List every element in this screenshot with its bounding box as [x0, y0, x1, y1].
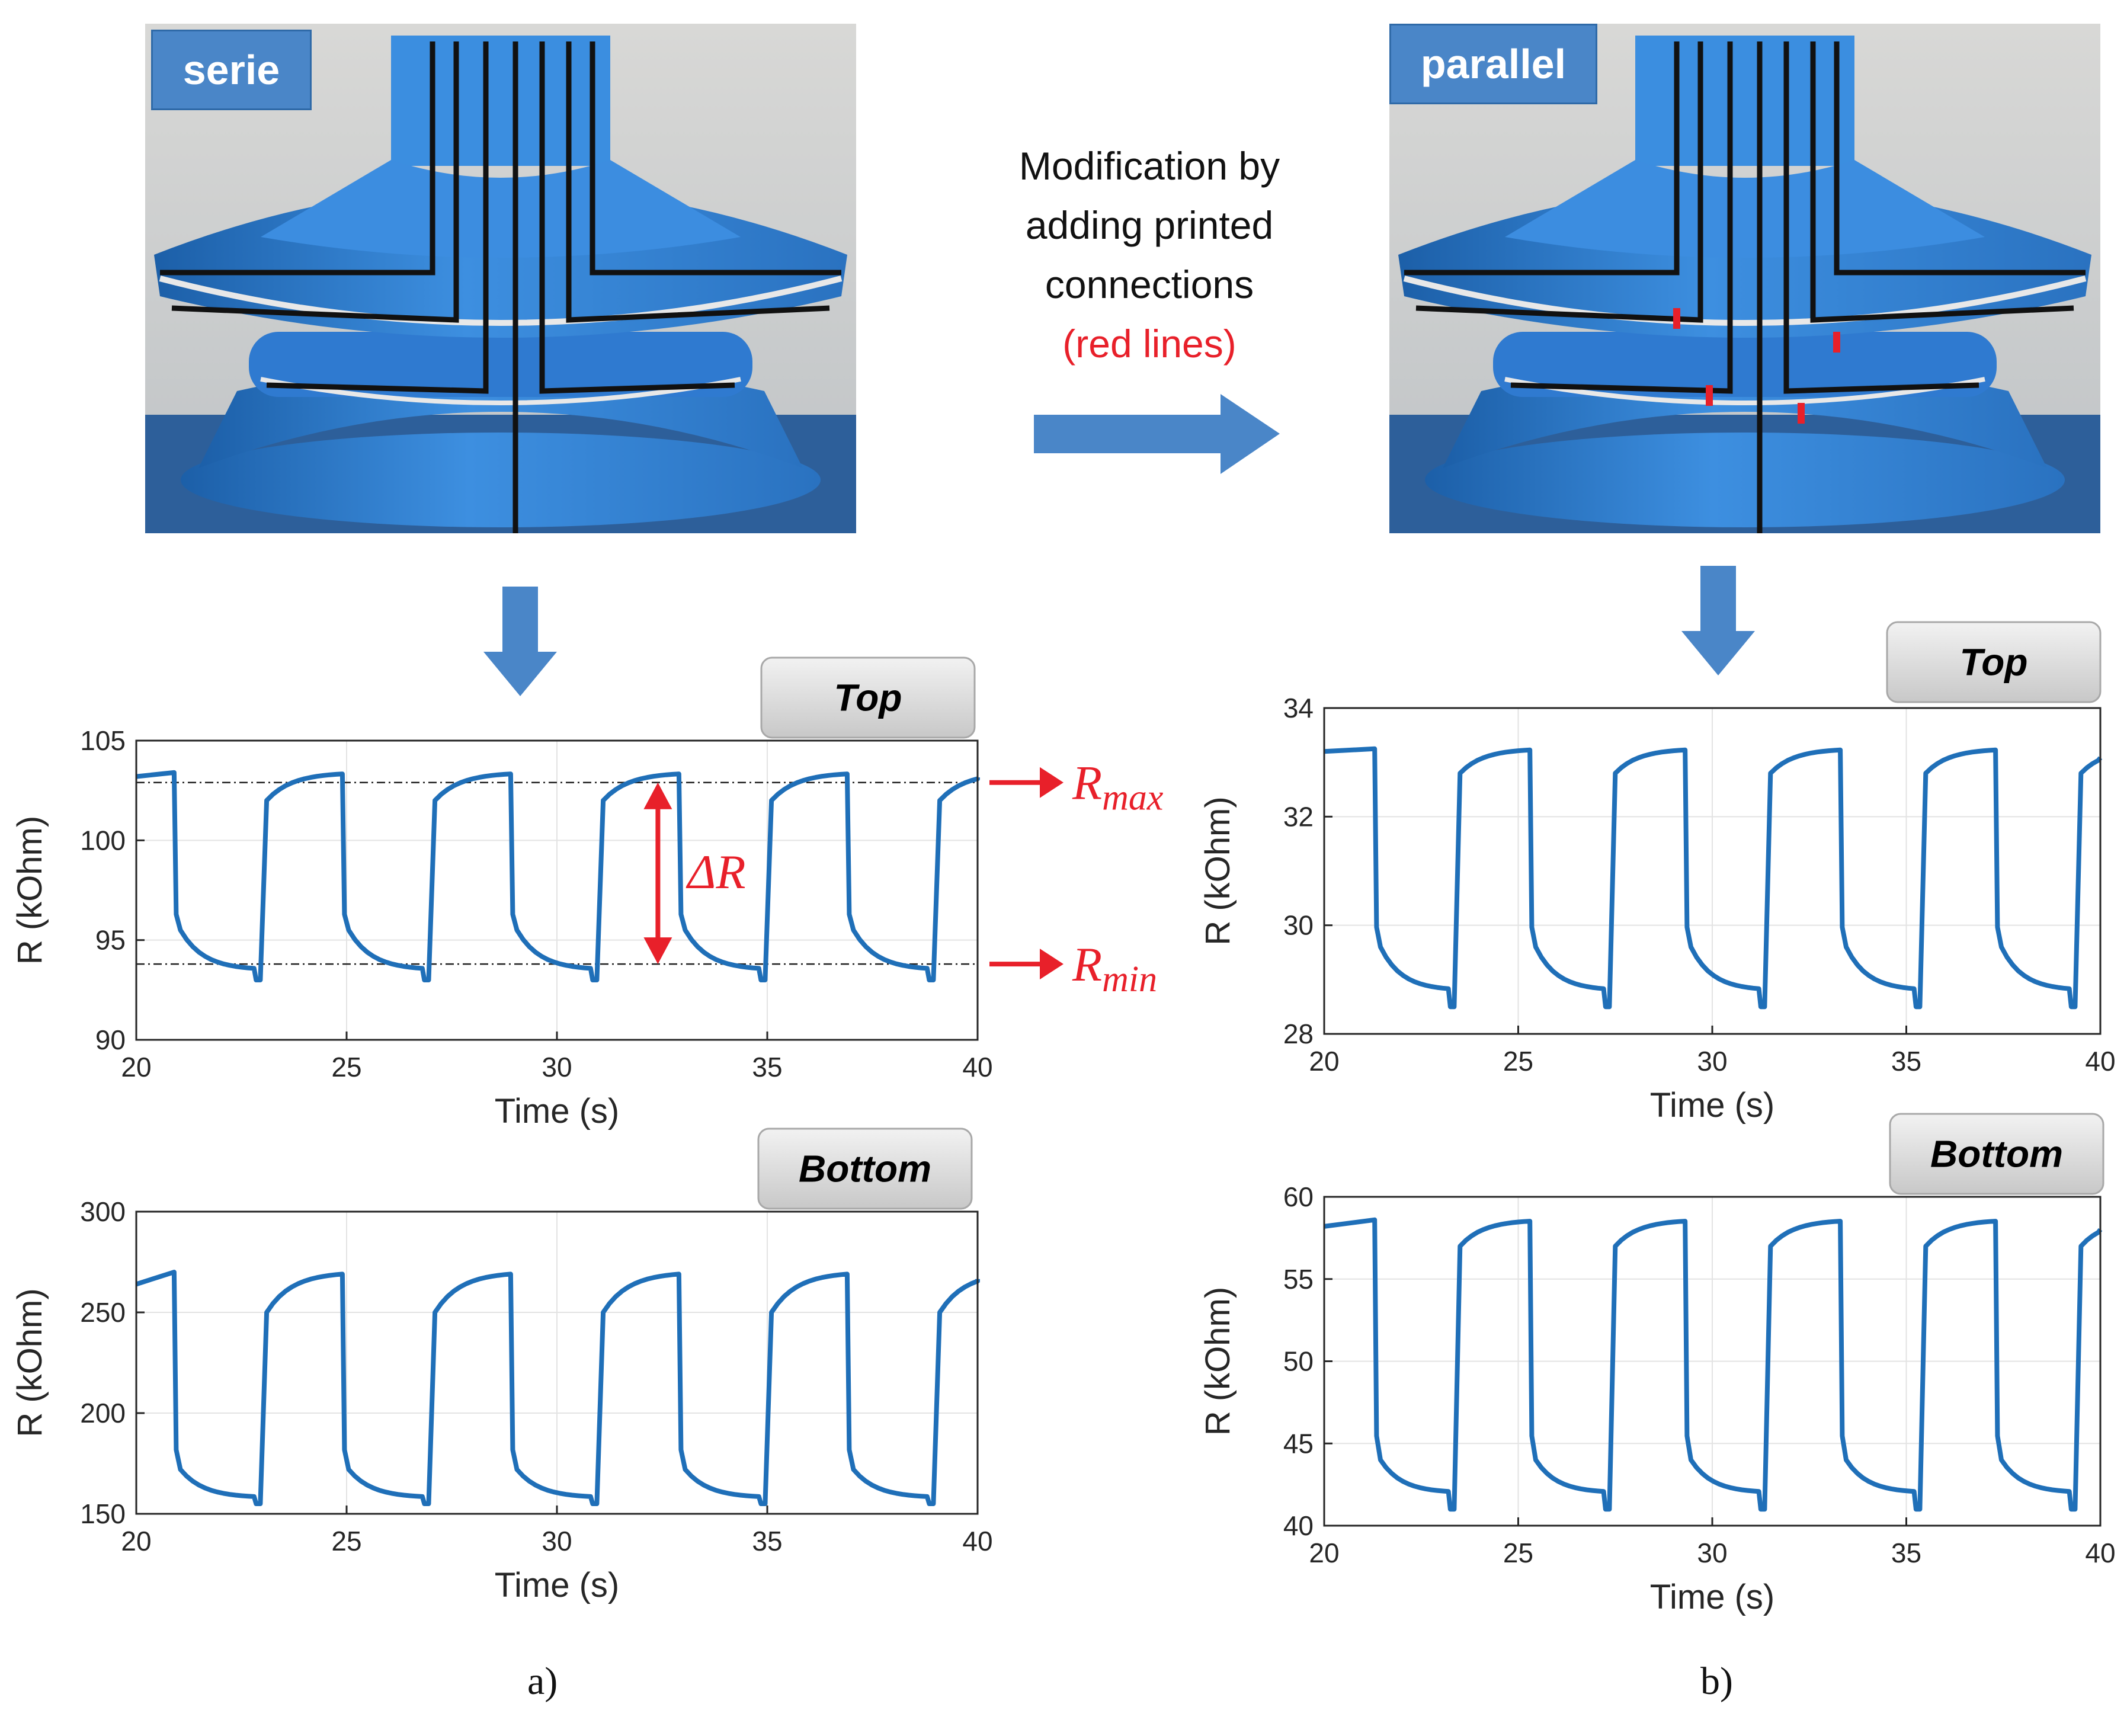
x-axis-label: Time (s): [1650, 1086, 1774, 1125]
red-connections: [1673, 308, 1840, 424]
y-tick-label: 95: [95, 925, 126, 956]
x-tick-label: 40: [2085, 1538, 2115, 1568]
y-tick-label: 28: [1283, 1018, 1314, 1049]
photo-parallel: [1389, 24, 2100, 533]
series-line: [136, 770, 980, 982]
x-tick-label: 30: [1697, 1046, 1727, 1077]
series-line: [1324, 1217, 2103, 1512]
modification-line-4: (red lines): [1062, 322, 1237, 366]
x-tick-label: 25: [1503, 1538, 1533, 1568]
modification-line-1: Modification by: [1018, 144, 1280, 188]
y-tick-label: 45: [1283, 1428, 1314, 1459]
chart-tab: [757, 1128, 973, 1210]
arrow-down-left: [483, 587, 557, 696]
arrow-right: [1034, 394, 1280, 474]
y-tick-label: 100: [80, 825, 126, 856]
y-tick-label: 150: [80, 1498, 126, 1529]
x-tick-label: 40: [962, 1526, 992, 1556]
chart-tab-title: Top: [834, 677, 902, 719]
y-axis-label: R (kOhm): [11, 816, 49, 965]
panel-label-a: a): [527, 1660, 558, 1703]
y-tick-label: 250: [80, 1297, 126, 1328]
x-tick-label: 40: [2085, 1046, 2115, 1077]
delta-arrow-head-up: [643, 782, 672, 809]
y-tick-label: 90: [95, 1024, 126, 1055]
y-tick-label: 32: [1283, 801, 1314, 832]
rmin-label: Rmin: [1072, 937, 1157, 1000]
y-tick-label: 40: [1283, 1510, 1314, 1541]
arrow-down-right: [1681, 566, 1755, 675]
y-tick-label: 30: [1283, 910, 1314, 941]
series-line: [135, 1270, 980, 1506]
x-tick-label: 20: [1309, 1538, 1339, 1568]
x-tick-label: 30: [542, 1526, 572, 1556]
rmax-label: Rmax: [1072, 756, 1164, 818]
x-tick-label: 35: [1891, 1046, 1921, 1077]
x-axis-label: Time (s): [495, 1092, 619, 1130]
series-line: [1324, 746, 2103, 1010]
x-tick-label: 25: [331, 1526, 361, 1556]
y-axis-label: R (kOhm): [1199, 796, 1237, 945]
photo-serie: [145, 24, 856, 533]
chart-tab-title: Top: [1960, 641, 2028, 684]
x-tick-label: 25: [331, 1052, 361, 1082]
modification-line-3: connections: [1045, 262, 1254, 306]
x-tick-label: 30: [542, 1052, 572, 1082]
y-tick-label: 55: [1283, 1264, 1314, 1295]
chart-tab-title: Bottom: [799, 1148, 931, 1190]
ref-arrow-head: [1040, 949, 1064, 980]
x-tick-label: 40: [962, 1052, 992, 1082]
y-tick-label: 34: [1283, 693, 1314, 723]
x-tick-label: 35: [1891, 1538, 1921, 1568]
modification-caption: Modification by adding printed connectio…: [942, 136, 1357, 373]
y-axis-label: R (kOhm): [1199, 1287, 1237, 1436]
ref-arrow-head: [1040, 767, 1064, 798]
chart-tab: [760, 656, 976, 739]
x-tick-label: 20: [121, 1052, 151, 1082]
delta-label: ΔR: [685, 845, 745, 899]
y-axis-label: R (kOhm): [11, 1288, 49, 1437]
x-tick-label: 25: [1503, 1046, 1533, 1077]
modification-line-2: adding printed: [1025, 203, 1274, 247]
x-tick-label: 20: [121, 1526, 151, 1556]
x-tick-label: 30: [1697, 1538, 1727, 1568]
serie-tag: serie: [151, 30, 312, 110]
y-tick-label: 200: [80, 1398, 126, 1428]
y-tick-label: 50: [1283, 1346, 1314, 1377]
y-tick-label: 105: [80, 725, 126, 756]
chart-tab: [1886, 621, 2102, 703]
chart-tab-title: Bottom: [1930, 1133, 2063, 1176]
y-tick-label: 60: [1283, 1181, 1314, 1212]
x-tick-label: 35: [752, 1526, 782, 1556]
delta-arrow-head-down: [643, 937, 672, 965]
y-tick-label: 300: [80, 1196, 126, 1227]
x-axis-label: Time (s): [495, 1566, 619, 1604]
parallel-tag: parallel: [1389, 24, 1597, 104]
panel-label-b: b): [1700, 1660, 1733, 1703]
x-tick-label: 35: [752, 1052, 782, 1082]
x-tick-label: 20: [1309, 1046, 1339, 1077]
x-axis-label: Time (s): [1650, 1578, 1774, 1616]
chart-tab: [1889, 1113, 2104, 1195]
